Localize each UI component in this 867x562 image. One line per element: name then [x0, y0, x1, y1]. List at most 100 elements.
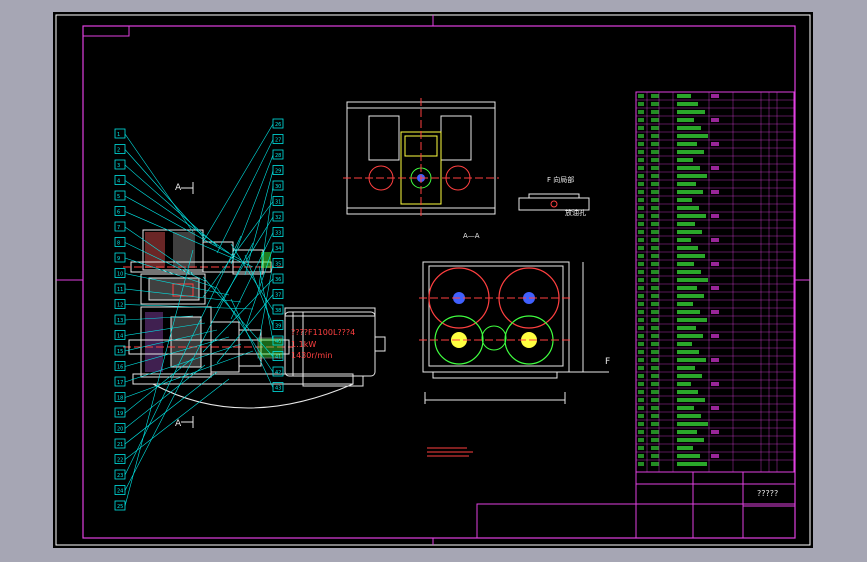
- balloon-left-20: 20: [114, 364, 206, 433]
- title-block-name: ?????: [757, 489, 778, 498]
- inner-border: [82, 25, 796, 539]
- balloon-right-label: 27: [275, 138, 281, 144]
- section-a-bottom-label: A: [175, 419, 182, 429]
- balloon-right-30: 30: [258, 180, 284, 287]
- balloon-right-31: 31: [202, 196, 284, 298]
- view-f-title: F 向局部: [547, 175, 574, 184]
- balloon-left-label: 22: [117, 458, 123, 464]
- balloon-right-label: 34: [275, 246, 281, 252]
- balloon-left-7: 7: [114, 221, 194, 275]
- balloon-left-label: 23: [117, 473, 123, 479]
- balloon-right-32: 32: [216, 211, 284, 309]
- balloon-left-16: 16: [114, 336, 230, 371]
- balloon-right-33: 33: [230, 227, 284, 320]
- balloon-right-label: 36: [275, 277, 281, 283]
- section-a-top-label: A: [175, 183, 182, 193]
- balloon-left-2: 2: [114, 144, 206, 240]
- balloon-left-label: 20: [117, 427, 123, 433]
- balloon-left-label: 16: [117, 365, 123, 371]
- section-title-label: A—A: [463, 232, 480, 240]
- balloon-left-label: 9: [117, 256, 120, 262]
- motor-power-label: 1.1kW: [291, 340, 316, 349]
- balloon-left-label: 5: [117, 194, 120, 200]
- balloon-left-label: 13: [117, 318, 123, 324]
- balloon-left-label: 25: [117, 504, 123, 510]
- balloon-left-19: 19: [114, 357, 194, 418]
- balloon-right-label: 42: [275, 370, 281, 376]
- balloon-right-label: 41: [275, 355, 281, 361]
- balloon-right-label: 31: [275, 200, 281, 206]
- balloon-left-label: 12: [117, 303, 123, 309]
- balloon-right-27: 27: [216, 134, 284, 254]
- balloon-left-15: 15: [114, 329, 218, 356]
- balloon-left-11: 11: [114, 283, 242, 303]
- balloon-left-label: 21: [117, 442, 123, 448]
- balloon-right-43: 43: [230, 298, 284, 392]
- balloon-left-label: 8: [117, 241, 120, 247]
- balloon-left-12: 12: [114, 299, 254, 310]
- balloon-left-21: 21: [114, 371, 218, 449]
- balloon-right-40: 40: [258, 265, 284, 346]
- balloon-right-label: 37: [275, 293, 281, 299]
- balloon-right-29: 29: [244, 165, 284, 276]
- balloon-left-label: 6: [117, 210, 120, 216]
- balloon-left-label: 4: [117, 179, 120, 185]
- balloon-left-17: 17: [114, 343, 242, 387]
- balloon-right-34: 34: [244, 242, 284, 331]
- balloon-left-label: 17: [117, 380, 123, 386]
- balloon-left-14: 14: [114, 322, 206, 340]
- balloon-left-label: 7: [117, 225, 120, 231]
- title-block: ?????: [476, 471, 796, 539]
- balloon-left-label: 14: [117, 334, 123, 340]
- balloon-left-5: 5: [114, 190, 242, 261]
- balloon-right-42: 42: [216, 287, 284, 377]
- balloon-left-label: 19: [117, 411, 123, 417]
- parts-list-table: [635, 91, 795, 473]
- balloon-left-10: 10: [114, 268, 230, 296]
- top-view: [343, 98, 499, 218]
- balloon-right-label: 30: [275, 184, 281, 190]
- corner-label-box: [82, 25, 130, 37]
- balloon-left-13: 13: [114, 314, 194, 325]
- gearbox-assembly-drawing: ????F1100L???4 1.1kW 1430r/min A A 12345…: [55, 14, 811, 546]
- balloon-left-18: 18: [114, 350, 254, 402]
- balloon-left-23: 23: [114, 235, 242, 480]
- balloon-left-label: 24: [117, 489, 123, 495]
- balloon-right-26: 26: [202, 118, 284, 243]
- balloon-right-39: 39: [244, 254, 284, 330]
- balloon-left-label: 10: [117, 272, 123, 278]
- balloon-left-label: 11: [117, 287, 123, 293]
- balloon-left-9: 9: [114, 252, 218, 289]
- balloon-right-label: 29: [275, 169, 281, 175]
- balloon-right-label: 26: [275, 122, 281, 128]
- view-f-arrow-label: F: [605, 357, 610, 367]
- balloon-left-label: 18: [117, 396, 123, 402]
- balloon-left-8: 8: [114, 237, 206, 282]
- balloon-left-4: 4: [114, 175, 230, 254]
- balloon-right-41: 41: [202, 276, 284, 361]
- balloon-left-25: 25: [114, 249, 194, 511]
- balloon-right-label: 39: [275, 324, 281, 330]
- view-f-detail: F 向局部 放油孔 A—A: [463, 175, 590, 240]
- balloon-right-label: 33: [275, 231, 281, 237]
- balloon-right-label: 38: [275, 308, 281, 314]
- balloon-right-label: 28: [275, 153, 281, 159]
- balloon-right-28: 28: [230, 149, 284, 265]
- balloon-left-label: 1: [117, 132, 120, 138]
- oil-plug-label: 放油孔: [565, 208, 586, 217]
- balloon-right-label: 35: [275, 262, 281, 268]
- main-assembly-view: ????F1100L???4 1.1kW 1430r/min A A: [123, 182, 386, 429]
- balloon-right-label: 40: [275, 339, 281, 345]
- motor-speed-label: 1430r/min: [291, 351, 332, 360]
- balloon-right-label: 32: [275, 215, 281, 221]
- motor-model-label: ????F1100L???4: [291, 328, 355, 337]
- technical-notes: [427, 447, 473, 457]
- balloon-left-22: 22: [114, 378, 230, 464]
- gear-side-view: F: [419, 261, 610, 404]
- balloon-left-3: 3: [114, 159, 218, 247]
- balloon-left-label: 2: [117, 148, 120, 154]
- balloon-left-label: 3: [117, 163, 120, 169]
- balloon-right-38: 38: [230, 243, 284, 315]
